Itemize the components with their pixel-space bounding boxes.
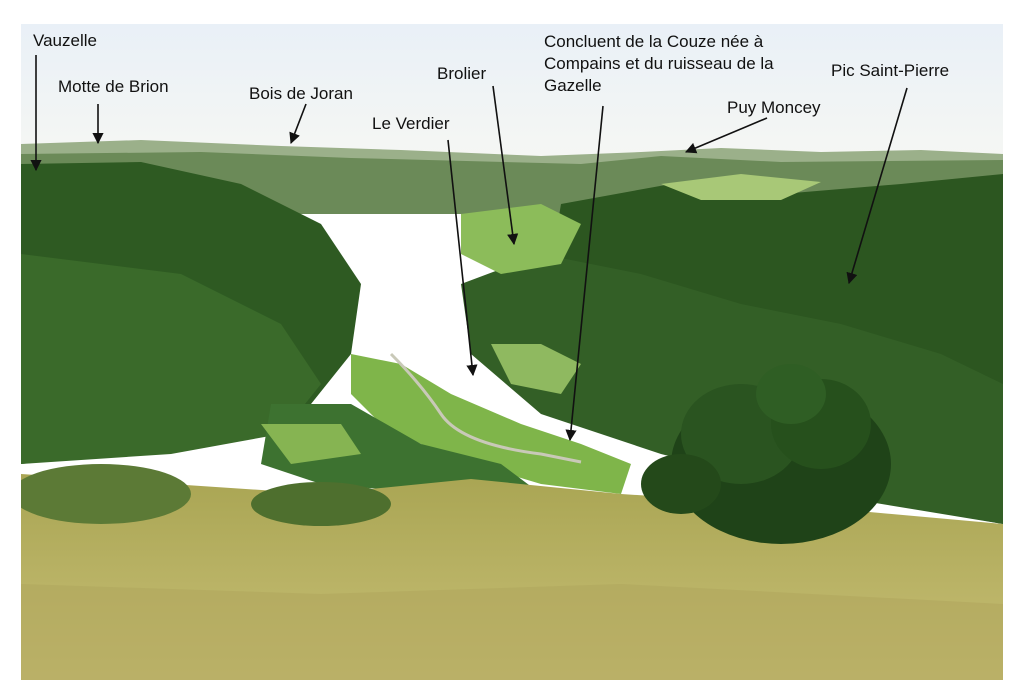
upper-meadow-brolier (461, 204, 581, 274)
central-meadow (491, 344, 581, 394)
mid-left-meadow (261, 424, 361, 464)
juniper-bush (641, 364, 891, 544)
foreground-shrub (21, 464, 191, 524)
left-lower-forest (21, 254, 321, 464)
label-puy-moncey: Puy Moncey (727, 98, 821, 117)
label-motte-de-brion: Motte de Brion (58, 77, 169, 96)
label-bois-de-joran: Bois de Joran (249, 84, 353, 103)
valley-landscape-photo (21, 24, 1003, 680)
label-le-verdier: Le Verdier (372, 114, 450, 133)
label-confluent: Concluent de la Couze née à Compains et … (544, 32, 774, 95)
valley-road (389, 352, 582, 464)
label-pic-saint-pierre: Pic Saint-Pierre (831, 61, 950, 80)
upper-meadow-right (661, 174, 821, 200)
label-brolier: Brolier (437, 64, 487, 83)
foreground-shrub (251, 482, 391, 526)
label-vauzelle: Vauzelle (33, 31, 97, 50)
foreground-grass-shadow (21, 584, 1003, 680)
